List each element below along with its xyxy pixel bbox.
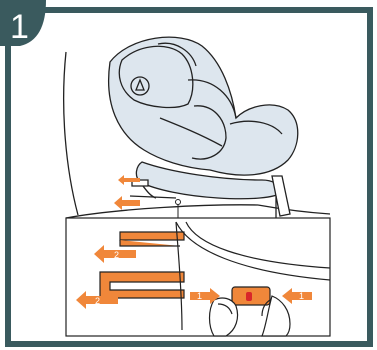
overview-scene — [64, 37, 330, 224]
isofix-bar-upper — [120, 232, 184, 240]
overview-arrows — [114, 175, 140, 210]
callout-lines — [176, 200, 181, 219]
red-indicator — [246, 292, 252, 301]
label-arrow-2-lower: 2 — [95, 296, 100, 306]
label-arrow-2-upper: 2 — [114, 250, 119, 260]
step-number: 1 — [10, 8, 29, 46]
step-badge: 1 — [0, 0, 46, 46]
label-arrow-1-right: 1 — [299, 291, 304, 301]
overview-arrow-lower — [114, 196, 140, 210]
label-arrow-1-left: 1 — [197, 291, 202, 301]
